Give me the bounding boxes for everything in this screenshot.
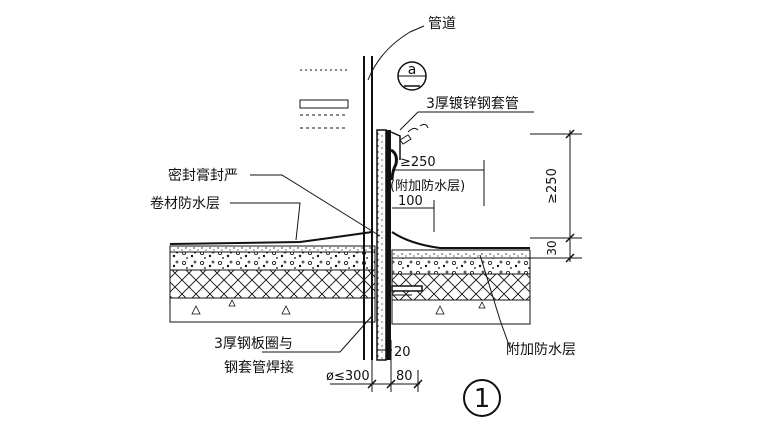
hose-clamp	[399, 123, 429, 145]
wall-fragment	[299, 69, 349, 129]
membrane-label: 卷材防水层	[150, 196, 220, 212]
dim-20: 20	[394, 345, 411, 360]
additional-paren-label: (附加防水层)	[390, 178, 465, 194]
dim-100: 100	[398, 194, 423, 209]
sealant-label: 密封膏封严	[168, 167, 238, 184]
pipe-label: 管道	[428, 16, 456, 32]
detail-index-number: 1	[474, 384, 491, 414]
roof-layers-left	[169, 231, 376, 323]
dim-250-horizontal: ≥250	[400, 155, 436, 170]
pipe	[363, 56, 373, 360]
detail-callout-a: a	[397, 61, 427, 91]
dim-80: 80	[396, 369, 413, 384]
detail-index-circle: 1	[463, 379, 501, 417]
dim-30: 30	[545, 240, 559, 255]
dim-250-vertical: ≥250	[545, 168, 560, 204]
plate-ring-label-line1: 3厚钢板圈与	[214, 336, 293, 352]
dimension-lines	[330, 129, 582, 392]
callout-letter: a	[408, 62, 417, 78]
roof-layers-right	[391, 231, 531, 325]
additional-waterproof-label: 附加防水层	[506, 342, 576, 358]
dim-diameter: ø≤300	[326, 369, 370, 384]
steel-plate-ring	[391, 285, 423, 296]
leader-lines	[230, 25, 534, 353]
plate-ring-label-line2: 钢套管焊接	[224, 359, 294, 376]
steel-sleeve	[376, 129, 401, 361]
slab-triangle-marks	[191, 299, 291, 315]
sleeve-label: 3厚镀锌钢套管	[426, 95, 519, 112]
